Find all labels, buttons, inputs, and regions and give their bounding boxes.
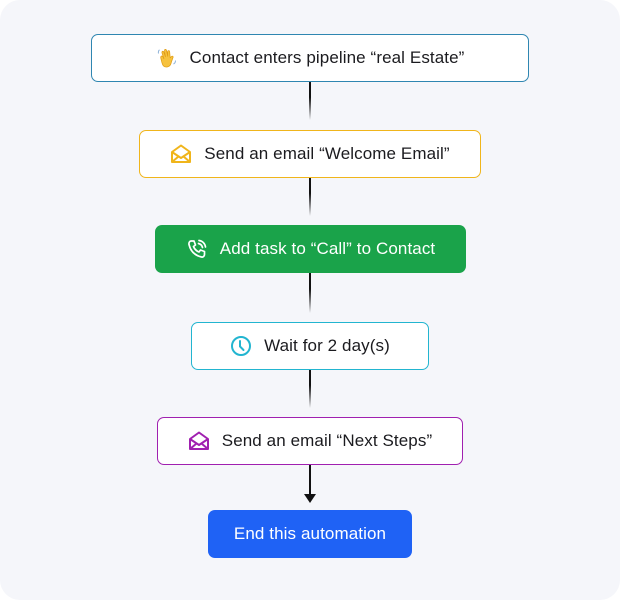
email-node-welcome[interactable]: Send an email “Welcome Email” <box>139 130 481 178</box>
connector-1 <box>309 82 311 120</box>
connector-2 <box>309 178 311 216</box>
end-label: End this automation <box>233 524 387 543</box>
end-automation-node[interactable]: End this automation <box>208 510 412 558</box>
open-envelope-icon <box>188 430 210 452</box>
arrow-down-icon <box>304 494 316 503</box>
task-call-label: Add task to “Call” to Contact <box>219 239 436 258</box>
open-envelope-icon <box>170 143 192 165</box>
connector-4 <box>309 370 311 408</box>
task-node-call[interactable]: Add task to “Call” to Contact <box>155 225 466 273</box>
email-next-label: Send an email “Next Steps” <box>221 431 433 450</box>
email-node-next-steps[interactable]: Send an email “Next Steps” <box>157 417 463 465</box>
connector-5 <box>309 465 311 495</box>
email-welcome-label: Send an email “Welcome Email” <box>204 144 450 163</box>
phone-call-icon <box>186 238 208 260</box>
wait-node[interactable]: Wait for 2 day(s) <box>191 322 429 370</box>
clock-icon <box>230 335 252 357</box>
waving-hand-icon <box>156 47 178 69</box>
connector-3 <box>309 273 311 313</box>
trigger-label: Contact enters pipeline “real Estate” <box>189 48 465 67</box>
trigger-node-pipeline[interactable]: Contact enters pipeline “real Estate” <box>91 34 529 82</box>
wait-label: Wait for 2 day(s) <box>264 336 390 355</box>
